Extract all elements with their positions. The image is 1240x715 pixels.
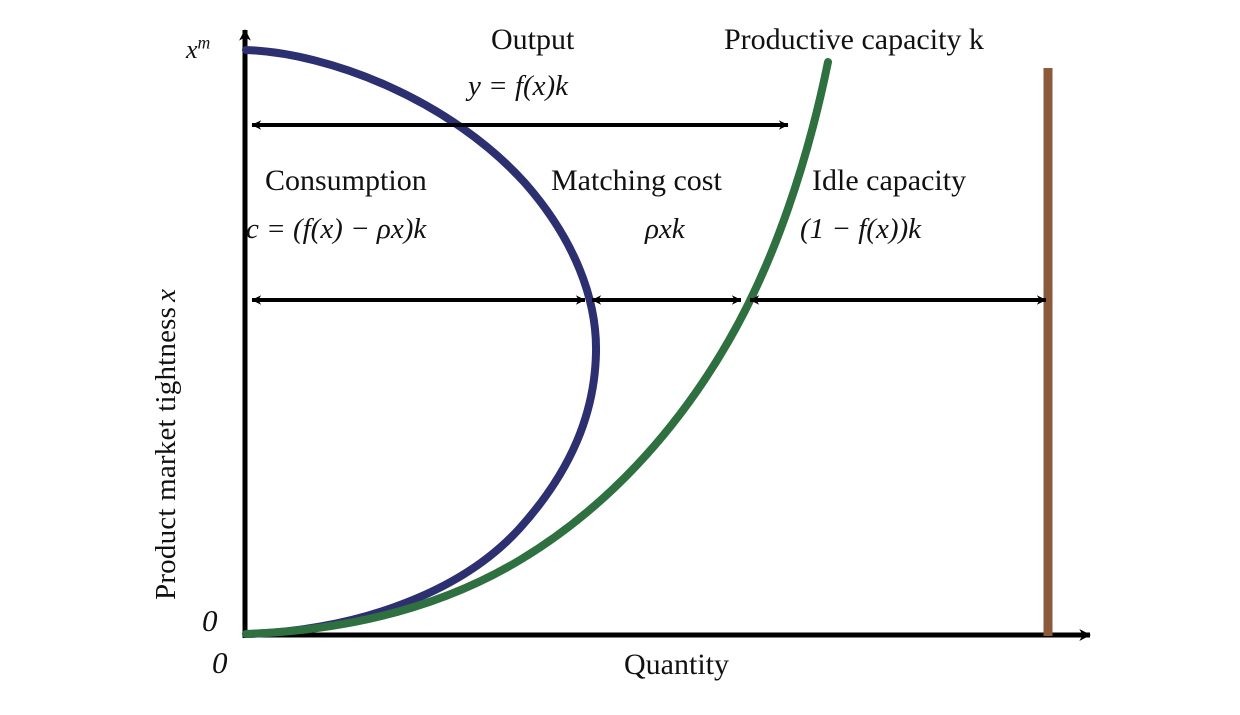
consumption-region-title: Consumption: [265, 164, 427, 197]
matching-cost-region-formula: ρxk: [645, 213, 685, 245]
output-curve: [242, 46, 601, 638]
productive-capacity-label: Productive capacity k: [724, 23, 984, 56]
consumption-region-formula: c = (f(x) − ρx)k: [246, 213, 427, 245]
output-region-title: Output: [491, 23, 575, 56]
matching-cost-region-title: Matching cost: [551, 164, 722, 197]
axes-group: [239, 29, 1091, 641]
y-axis-title-text: Product market tightness: [150, 306, 182, 600]
y-axis-max-label: xm: [186, 34, 210, 64]
y-axis-origin-label: 0: [202, 603, 218, 638]
y-axis-title-variable: x: [150, 288, 182, 302]
y-axis-max-superscript: m: [197, 32, 211, 53]
y-axis-title: Product market tightness x: [150, 288, 182, 600]
y-axis-max-base: x: [186, 35, 198, 64]
x-axis-origin-label: 0: [212, 645, 228, 680]
idle-capacity-region-formula: (1 − f(x))k: [800, 213, 921, 245]
capacity-curve: [242, 58, 832, 638]
output-region-formula: y = f(x)k: [468, 70, 569, 102]
x-axis-title: Quantity: [624, 648, 729, 681]
idle-capacity-region-title: Idle capacity: [812, 164, 967, 197]
